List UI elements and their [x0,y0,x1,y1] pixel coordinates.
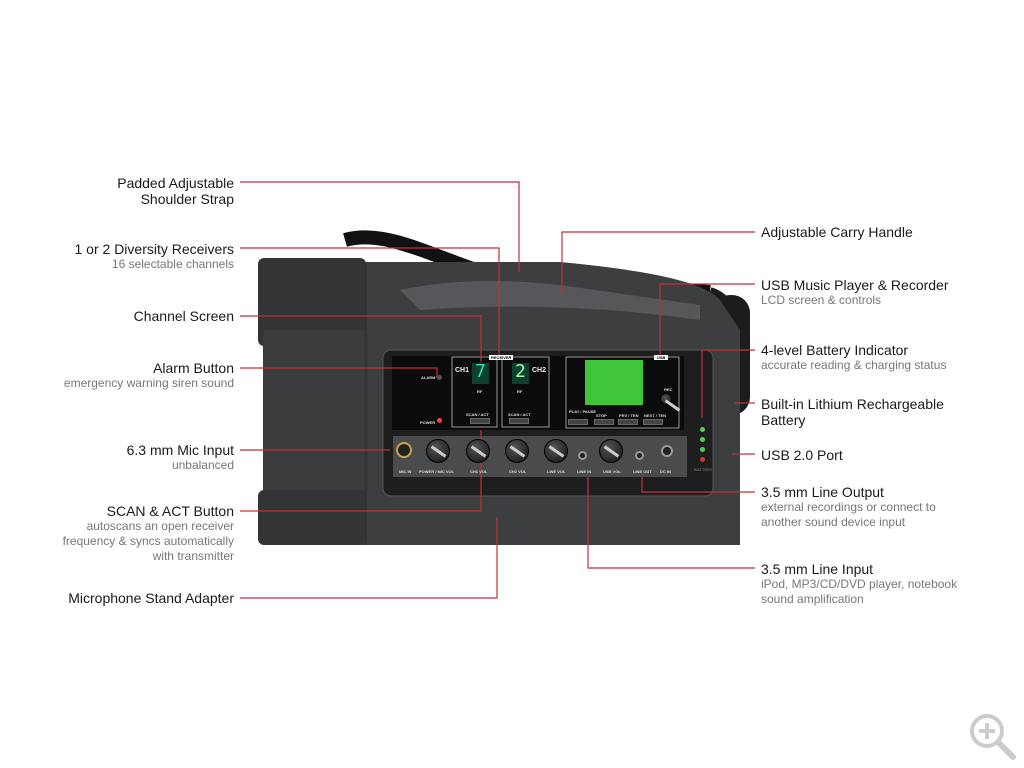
rf-label-2: RF [517,389,523,394]
jack-label: LINE VOL [547,469,566,474]
play-button[interactable] [568,419,588,425]
alarm-button[interactable] [437,375,442,380]
next-button[interactable] [643,419,663,425]
ch1-display: 7 [475,361,486,382]
alarm-label: ALARM [421,375,436,380]
battery-led-1 [700,427,705,432]
battery-label: BATTERY [694,467,713,472]
jack-label: CH1 VOL [470,469,488,474]
zoom-in-icon[interactable] [966,710,1018,762]
prev-label: PRV / TEN [619,413,639,418]
rec-label: REC [664,387,673,392]
usb-vol-knob[interactable] [599,439,623,463]
jack-label: CH2 VOL [509,469,527,474]
usb-label: USB [654,355,669,360]
callout-carry-handle: Adjustable Carry Handle [761,224,913,240]
callout-lithium-battery: Built-in Lithium Rechargeable Battery [761,396,944,428]
power-led [437,418,442,423]
jack-label: MIC IN [399,469,412,474]
callout-shoulder-strap: Padded Adjustable Shoulder Strap [117,175,234,207]
scan-act-button-1[interactable] [470,418,490,424]
mic-in-jack[interactable] [396,442,412,458]
stop-button[interactable] [594,419,614,425]
stop-label: STOP [596,413,607,418]
power-label: POWER [420,420,436,425]
battery-led-4 [700,457,705,462]
scan-act-button-2[interactable] [509,418,529,424]
callout-channel-screen: Channel Screen [133,308,234,324]
battery-led-3 [700,447,705,452]
rf-label-1: RF [477,389,483,394]
prev-button[interactable] [618,419,638,425]
next-label: NEXT / TEN [644,413,667,418]
receiver-label: RECEIVER [489,355,514,360]
ch1-label: CH1 [455,367,470,374]
callout-usb-port: USB 2.0 Port [761,447,843,463]
jack-label: DC IN [660,469,671,474]
jack-label: USB VOL [603,469,621,474]
ch2-display: 2 [515,361,526,382]
rec-button[interactable] [660,393,672,405]
jack-label: POWER / MIC VOL [419,469,455,474]
play-label: PLAY / PAUSE [569,409,597,414]
jack-label: LINE OUT [633,469,652,474]
ch1-vol-knob[interactable] [466,439,490,463]
callout-mic-stand-adapter: Microphone Stand Adapter [68,590,234,606]
lcd-screen [585,360,643,405]
line-out-jack[interactable] [635,451,644,460]
scan-act-label-2: SCAN / ACT [508,412,531,417]
dc-in-jack[interactable] [661,445,673,457]
jack-label: LINE IN [577,469,592,474]
ch2-vol-knob[interactable] [505,439,529,463]
line-vol-knob[interactable] [544,439,568,463]
battery-led-2 [700,437,705,442]
line-in-jack[interactable] [578,451,587,460]
power-mic-vol-knob[interactable] [426,439,450,463]
ch2-label: CH2 [532,367,547,374]
scan-act-label-1: SCAN / ACT [466,412,489,417]
